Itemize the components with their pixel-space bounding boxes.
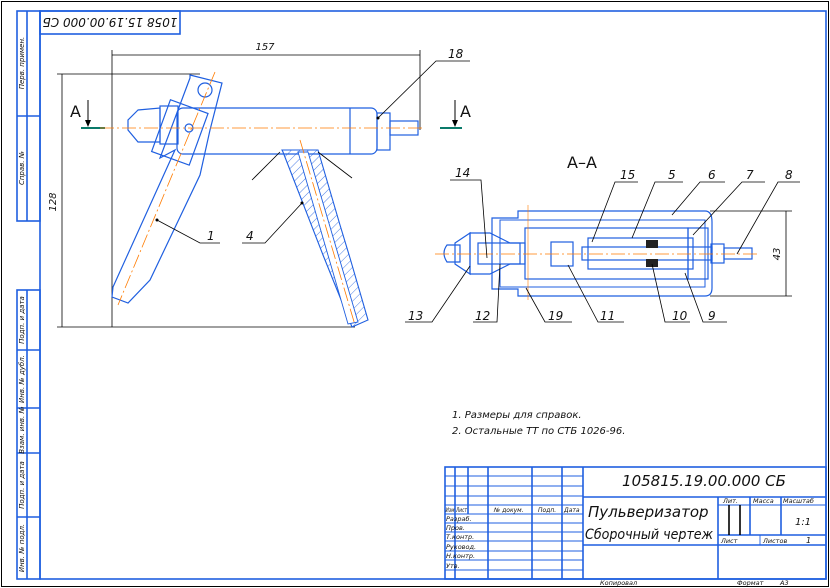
- title-block: Изм Лист № докум. Подп. Дата Разраб. Про…: [444, 466, 827, 587]
- callout-10: 10: [672, 309, 688, 323]
- header-izm: Изм: [446, 507, 455, 514]
- dimension-width: 157: [111, 42, 421, 327]
- header-date: Дата: [563, 507, 580, 514]
- product-name: Пульверизатор: [588, 503, 709, 521]
- callouts-main: 1 4 18: [155, 47, 470, 244]
- side-label: Инв. № подл.: [18, 524, 26, 572]
- header-sign: Подп.: [538, 507, 556, 514]
- sheets-label: Листов: [762, 537, 787, 545]
- callout-15: 15: [620, 168, 635, 182]
- section-letter: А: [460, 102, 471, 121]
- format-value: А3: [779, 579, 789, 587]
- section-title: А–А: [567, 153, 597, 172]
- callout-7: 7: [746, 168, 754, 182]
- dimension-diameter-label: 43: [772, 248, 783, 261]
- role-label: Т.контр.: [446, 533, 474, 541]
- role-label: Пров.: [446, 524, 465, 532]
- callouts-section: 14 15 5 6 7 8 13 12 19 11 10 9: [405, 166, 800, 323]
- mass-label: Масса: [753, 497, 774, 505]
- designation: 105815.19.00.000 СБ: [622, 472, 786, 490]
- callout-11: 11: [600, 309, 615, 323]
- callout-5: 5: [668, 168, 676, 182]
- scale-label: Масштаб: [783, 497, 814, 505]
- callout-1: 1: [207, 229, 215, 243]
- side-label: Подп. и дата: [18, 296, 26, 344]
- section-mark-left: А: [70, 100, 105, 129]
- section-view: А–А 43: [435, 153, 792, 300]
- dimension-height: 128: [48, 73, 355, 328]
- note-2: 2. Остальные ТТ по СТБ 1026-96.: [452, 426, 625, 437]
- role-label: Утв.: [446, 562, 460, 570]
- lit-label: Лит.: [722, 497, 738, 505]
- main-view: 157 128 А А: [48, 42, 471, 328]
- document-type: Сборочный чертеж: [585, 527, 713, 543]
- callout-13: 13: [408, 309, 423, 323]
- note-1: 1. Размеры для справок.: [452, 410, 582, 421]
- callout-18: 18: [448, 47, 464, 61]
- side-label: Взам. инв. №: [18, 406, 26, 454]
- header-doc: № докум.: [493, 507, 524, 514]
- side-label: Справ. №: [18, 151, 26, 185]
- callout-8: 8: [785, 168, 793, 182]
- dimension-width-label: 157: [255, 42, 275, 53]
- format-label: Формат: [737, 579, 764, 587]
- scale-value: 1:1: [795, 517, 811, 528]
- callout-14: 14: [455, 166, 470, 180]
- role-label: Н.контр.: [446, 552, 475, 560]
- header-list: Лист: [455, 507, 467, 514]
- rotated-designation: 1058 15.19.00.000 СБ: [43, 15, 178, 29]
- callout-6: 6: [708, 168, 716, 182]
- side-strip: Перв. примен. Справ. № Подп. и дата Инв.…: [16, 10, 41, 580]
- section-letter: А: [70, 102, 81, 121]
- callout-4: 4: [246, 229, 254, 243]
- sheets-value: 1: [806, 536, 811, 545]
- side-label: Инв. № дубл.: [18, 355, 26, 403]
- role-label: Разраб.: [446, 515, 472, 523]
- callout-12: 12: [475, 309, 490, 323]
- role-label: Руковод.: [446, 543, 476, 551]
- side-label: Подп. и дата: [18, 461, 26, 509]
- dimension-height-label: 128: [48, 192, 59, 211]
- sheet-label: Лист: [720, 537, 738, 545]
- rotated-stamp: 1058 15.19.00.000 СБ: [39, 10, 181, 35]
- copied-label: Копировал: [600, 579, 637, 587]
- callout-19: 19: [548, 309, 563, 323]
- side-label: Перв. примен.: [18, 37, 26, 90]
- section-mark-right: А: [440, 100, 471, 129]
- callout-9: 9: [708, 309, 716, 323]
